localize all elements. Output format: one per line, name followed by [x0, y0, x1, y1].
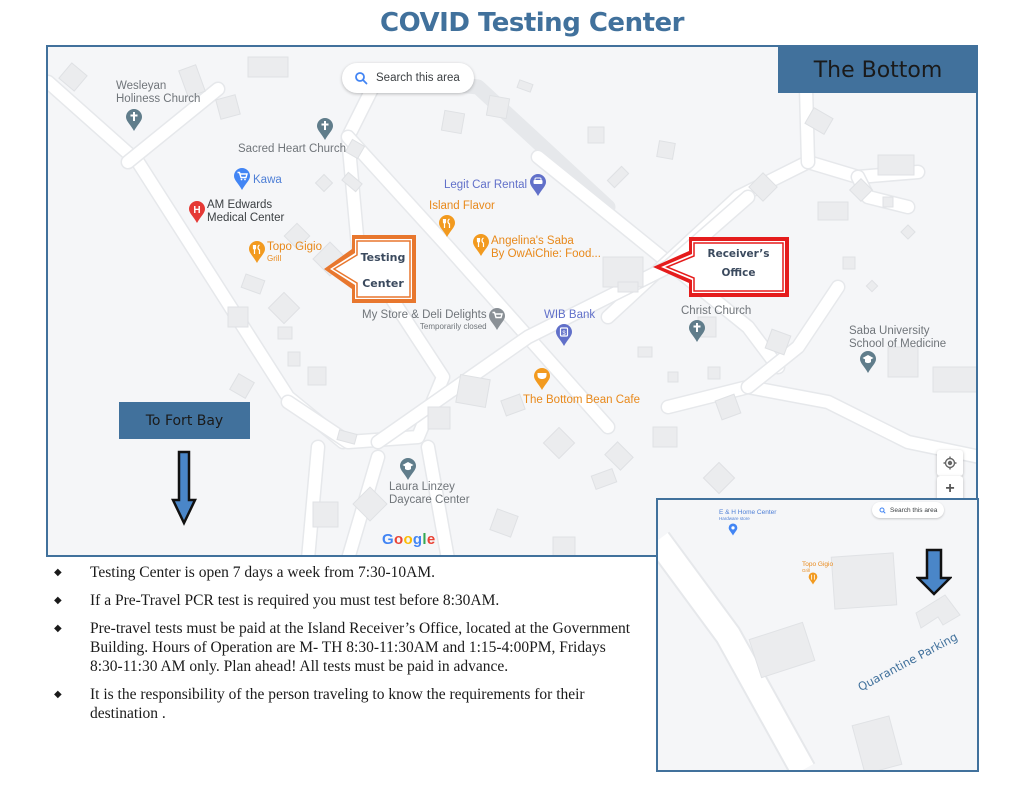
poi-sublabel: Grill [802, 568, 810, 573]
shopping-cart-pin-icon[interactable] [233, 167, 251, 191]
note-item: ◆ Pre-travel tests must be paid at the Is… [50, 619, 640, 676]
note-text: Pre-travel tests must be paid at the Isl… [90, 620, 631, 675]
poi-label: My Store & Deli Delights [362, 309, 487, 321]
poi-label: E & H Home Center [719, 509, 777, 516]
restaurant-pin-icon[interactable] [438, 214, 456, 238]
inset-map-roads-and-buildings [658, 531, 961, 770]
poi-topo-gigio-inset[interactable]: Topo Gigio Grill [802, 561, 833, 573]
poi-sublabel: Grill [267, 254, 282, 263]
notes-list: ◆ Testing Center is open 7 days a week fr… [50, 563, 650, 732]
svg-text:$: $ [562, 331, 566, 337]
callout-line: Testing [360, 251, 406, 264]
poi-christ-church[interactable]: Christ Church [681, 305, 752, 317]
down-arrow-icon [916, 548, 952, 596]
main-map[interactable]: Search this area The Bottom Wesleyan Hol… [46, 45, 978, 557]
poi-wesleyan-holiness-church[interactable]: Wesleyan Holiness Church [116, 80, 200, 106]
restaurant-pin-icon[interactable] [472, 233, 490, 257]
search-icon [355, 72, 368, 85]
note-text: If a Pre-Travel PCR test is required you… [90, 592, 500, 609]
hospital-pin-icon[interactable]: H [188, 200, 206, 224]
poi-saba-university-school-of-medicine[interactable]: Saba University School of Medicine [849, 325, 946, 351]
callout-line: Center [362, 277, 404, 290]
region-label-text: The Bottom [813, 57, 943, 83]
poi-label: Wesleyan [116, 80, 167, 92]
school-pin-icon[interactable] [859, 350, 877, 374]
church-pin-icon[interactable] [125, 108, 143, 132]
direction-label-to-fort-bay: To Fort Bay [119, 402, 250, 439]
church-pin-icon[interactable] [688, 319, 706, 343]
bullet-diamond-icon: ◆ [54, 567, 62, 578]
svg-text:H: H [193, 205, 200, 216]
note-item: ◆ If a Pre-Travel PCR test is required yo… [50, 591, 650, 610]
note-text: Testing Center is open 7 days a week fro… [90, 564, 436, 581]
page-title: COVID Testing Center [380, 8, 684, 38]
poi-angelinas-saba[interactable]: Angelina's Saba By OwAiChie: Food... [491, 235, 601, 261]
poi-am-edwards-medical-center[interactable]: AM Edwards Medical Center [207, 199, 284, 225]
church-pin-icon[interactable] [316, 117, 334, 141]
restaurant-pin-icon[interactable] [248, 240, 266, 264]
google-logo: Google [382, 531, 436, 548]
poi-wib-bank[interactable]: WIB Bank [544, 309, 596, 321]
poi-label: By OwAiChie: Food... [491, 248, 601, 260]
search-this-area-button[interactable]: Search this area [342, 63, 474, 93]
poi-legit-car-rental[interactable]: Legit Car Rental [444, 179, 528, 191]
poi-label: Angelina's Saba [491, 235, 574, 247]
receivers-office-callout-label: Receiver’s Office [696, 245, 781, 283]
poi-my-store-deli-delights[interactable]: My Store & Deli Delights Temporarily clo… [362, 309, 487, 331]
poi-label: Saba University [849, 325, 930, 337]
shopping-cart-pin-icon[interactable] [488, 307, 506, 331]
note-item: ◆ Testing Center is open 7 days a week fr… [50, 563, 650, 582]
zoom-in-button[interactable]: + [937, 476, 963, 502]
region-label-the-bottom: The Bottom [778, 47, 976, 93]
direction-label-text: To Fort Bay [145, 412, 224, 429]
poi-sublabel: Hardware store [719, 516, 750, 521]
poi-label: Medical Center [207, 212, 285, 224]
bullet-diamond-icon: ◆ [54, 689, 62, 700]
inset-search-this-area-button[interactable]: Search this area [872, 502, 944, 518]
poi-sacred-heart-church[interactable]: Sacred Heart Church [238, 143, 347, 155]
poi-eh-home-center[interactable]: E & H Home Center Hardware store [719, 509, 776, 521]
bank-pin-icon[interactable]: $ [555, 323, 573, 347]
poi-label: Laura Linzey [389, 481, 455, 493]
callout-line: Office [721, 267, 756, 279]
poi-kawa[interactable]: Kawa [253, 174, 282, 186]
school-pin-icon[interactable] [399, 457, 417, 481]
note-text: It is the responsibility of the person t… [90, 686, 585, 722]
poi-sublabel: Temporarily closed [419, 322, 487, 331]
poi-laura-linzey-daycare-center[interactable]: Laura Linzey Daycare Center [389, 481, 470, 507]
poi-label: AM Edwards [207, 199, 273, 211]
testing-center-callout-arrow [324, 235, 416, 303]
testing-center-callout-label: Testing Center [359, 245, 407, 297]
poi-label: Topo Gigio [802, 561, 834, 568]
poi-topo-gigio[interactable]: Topo Gigio Grill [267, 241, 322, 263]
poi-label: Daycare Center [389, 494, 470, 506]
search-this-area-label: Search this area [376, 72, 460, 84]
bullet-diamond-icon: ◆ [54, 623, 62, 634]
hardware-store-pin-icon[interactable] [728, 523, 738, 536]
restaurant-pin-icon[interactable] [808, 572, 818, 585]
car-rental-pin-icon[interactable] [529, 173, 547, 197]
receivers-office-callout-arrow [653, 237, 789, 297]
cafe-pin-icon[interactable] [533, 367, 551, 391]
my-location-button[interactable] [937, 450, 963, 476]
poi-label: School of Medicine [849, 338, 947, 350]
note-item: ◆ It is the responsibility of the person … [50, 685, 590, 723]
poi-the-bottom-bean-cafe[interactable]: The Bottom Bean Cafe [523, 394, 640, 406]
callout-line: Receiver’s [707, 248, 770, 260]
down-arrow-icon [171, 450, 197, 526]
poi-label: Topo Gigio [267, 241, 322, 253]
my-location-icon [943, 456, 957, 470]
poi-label: Holiness Church [116, 93, 201, 105]
inset-map-quarantine-parking[interactable]: Search this area E & H Home Center Hardw… [656, 498, 979, 772]
inset-search-label: Search this area [890, 506, 938, 514]
search-icon [879, 507, 886, 514]
bullet-diamond-icon: ◆ [54, 595, 62, 606]
poi-island-flavor[interactable]: Island Flavor [429, 200, 495, 212]
